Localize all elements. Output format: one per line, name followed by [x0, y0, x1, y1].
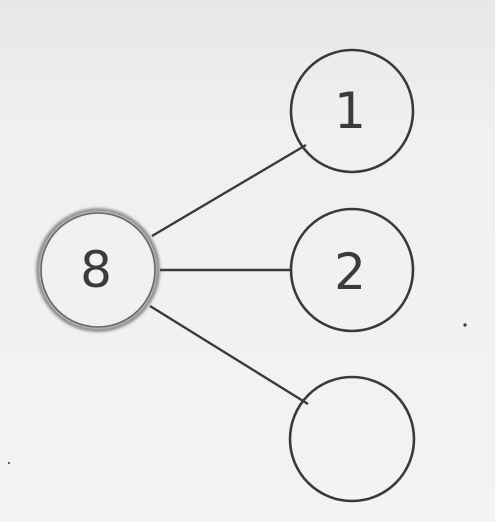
- child-node-2-circle: [289, 207, 415, 333]
- child-node-2: 2: [289, 207, 415, 333]
- child-node-1-label: 1: [334, 82, 366, 140]
- root-node-label: 8: [80, 241, 112, 299]
- edge-root-to-child-1: [151, 143, 307, 238]
- child-node-1: 1: [289, 48, 415, 174]
- edge-root-to-child-3: [149, 304, 309, 406]
- root-node: 8: [36, 208, 160, 332]
- root-node-circle-inner: [40, 212, 156, 328]
- scan-speck: [463, 323, 467, 327]
- child-node-3: [288, 375, 416, 503]
- child-node-2-label: 2: [334, 243, 366, 301]
- child-node-1-circle: [289, 48, 415, 174]
- root-node-circle: [36, 208, 160, 332]
- child-node-3-circle: [288, 375, 416, 503]
- scan-speck: [8, 462, 10, 464]
